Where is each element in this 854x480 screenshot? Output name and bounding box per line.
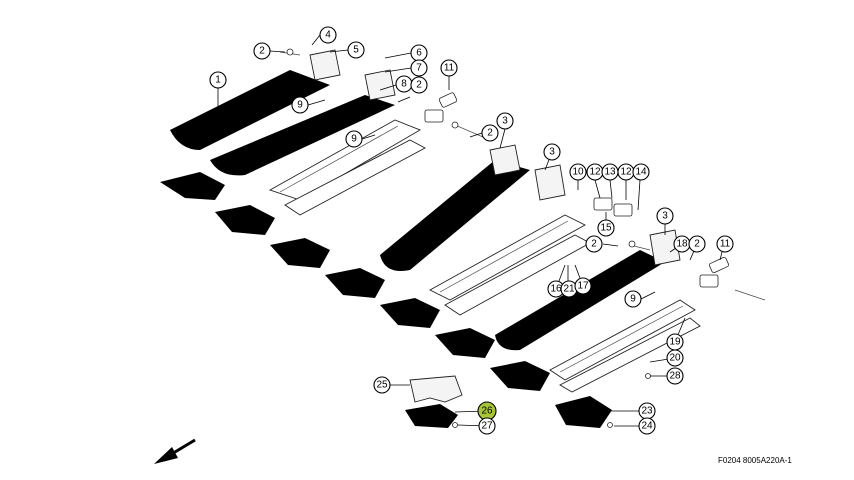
callout-2b: 2 [410,76,428,94]
svg-text:19: 19 [669,337,681,348]
callout-8: 8 [395,75,413,93]
svg-text:4: 4 [325,30,331,41]
callout-2: 2 [253,42,271,60]
wear-plate [490,361,550,391]
callout-12b: 12 [617,163,635,181]
svg-text:12: 12 [589,167,601,178]
callout-2c: 2 [481,124,499,142]
svg-text:10: 10 [572,167,584,178]
wear-plate [215,205,275,235]
wear-plates-short [160,172,612,428]
svg-text:14: 14 [635,167,647,178]
svg-text:9: 9 [351,134,357,145]
wear-plate [435,328,495,358]
svg-text:9: 9 [630,294,636,305]
callout-23: 23 [638,402,656,420]
bracket [409,375,463,403]
svg-text:2: 2 [487,128,493,139]
svg-text:25: 25 [376,380,388,391]
svg-text:2: 2 [694,239,700,250]
wear-plate [270,238,330,268]
callout-2d: 2 [585,235,603,253]
callout-5: 5 [347,41,365,59]
callout-21: 21 [560,280,578,298]
wear-plate [405,404,458,428]
hardware [279,48,766,428]
wear-plate [555,396,612,428]
svg-text:9: 9 [297,100,303,111]
svg-text:17: 17 [577,281,589,292]
callout-4: 4 [319,26,337,44]
skid-plate [495,250,665,351]
rail [559,317,701,393]
svg-text:3: 3 [662,211,668,222]
callout-14: 14 [632,163,650,181]
callout-10: 10 [569,163,587,181]
svg-text:24: 24 [641,421,653,432]
svg-text:27: 27 [481,421,493,432]
wear-plate [380,298,440,328]
callout-19: 19 [666,333,684,351]
callout-3b: 3 [543,143,561,161]
arrow-icon [154,438,196,464]
skid-plate [170,70,330,150]
svg-text:2: 2 [591,239,597,250]
svg-text:5: 5 [353,45,359,56]
callout-18: 18 [673,235,691,253]
wear-plate [160,172,225,200]
callout-1: 1 [209,71,227,89]
svg-text:15: 15 [600,223,612,234]
svg-text:16: 16 [550,284,562,295]
callout-3c: 3 [656,207,674,225]
leader-lines [217,34,725,427]
callout-15: 15 [597,219,615,237]
svg-text:2: 2 [259,46,265,57]
rail [549,299,696,381]
callout-11b: 11 [716,235,734,253]
svg-text:6: 6 [416,48,422,59]
svg-text:1: 1 [215,75,221,86]
svg-text:28: 28 [669,371,681,382]
skid-plate [380,160,530,271]
svg-text:11: 11 [444,63,455,74]
callout-26-highlighted: 26 [477,401,497,421]
svg-text:13: 13 [604,167,616,178]
rail [284,139,426,216]
callout-25: 25 [373,376,391,394]
svg-text:21: 21 [563,284,575,295]
svg-text:12: 12 [620,167,632,178]
callout-2e: 2 [688,235,706,253]
svg-text:11: 11 [720,239,731,250]
callout-6: 6 [410,44,428,62]
svg-text:3: 3 [549,147,555,158]
callout-11: 11 [440,59,458,77]
callouts: 1 2 4 5 6 7 8 2 9 9 11 2 3 3 10 12 13 12… [209,26,734,435]
callout-9b: 9 [345,130,363,148]
svg-text:8: 8 [401,79,407,90]
callout-27: 27 [478,417,496,435]
callout-9c: 9 [624,290,642,308]
skid-plate [210,95,395,176]
callout-17: 17 [574,277,592,295]
callout-13: 13 [601,163,619,181]
svg-text:20: 20 [669,353,681,364]
rail [429,214,586,301]
callout-28: 28 [666,367,684,385]
callout-12: 12 [586,163,604,181]
callout-20: 20 [666,349,684,367]
document-reference: F0204 8005A220A-1 [718,456,792,465]
callout-9: 9 [291,96,309,114]
callout-3: 3 [496,112,514,130]
svg-text:18: 18 [676,239,688,250]
wear-plate [325,268,385,298]
svg-text:7: 7 [416,63,422,74]
skid-plates-long [170,70,665,351]
callout-7: 7 [410,59,428,77]
svg-text:23: 23 [641,406,653,417]
svg-text:26: 26 [481,406,493,417]
callout-24: 24 [638,417,656,435]
svg-text:3: 3 [502,116,508,127]
svg-text:2: 2 [416,80,422,91]
